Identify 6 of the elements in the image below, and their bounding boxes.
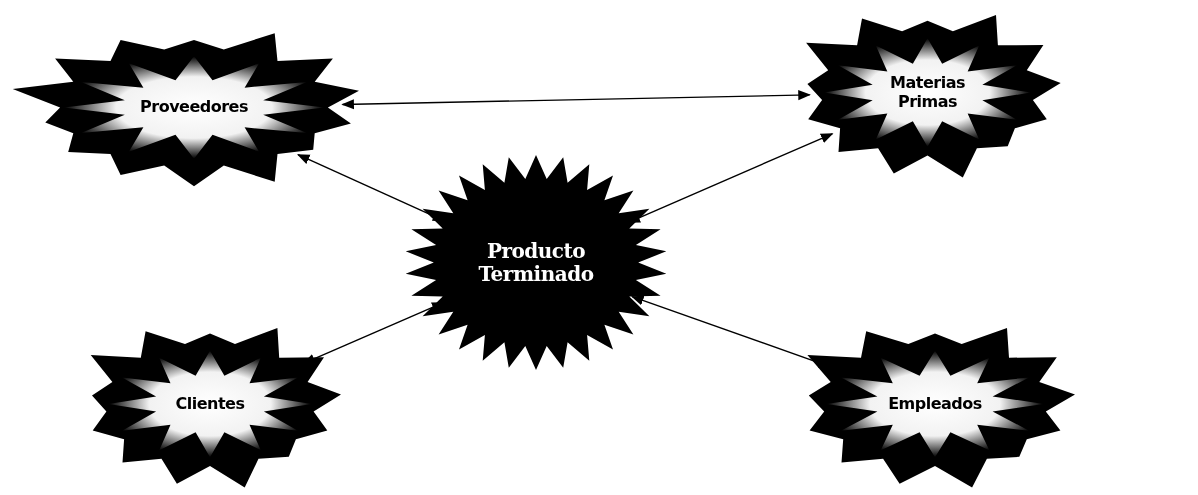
arrow xyxy=(341,90,811,110)
node-label: Empleados xyxy=(888,394,982,414)
node-label: Materias Primas xyxy=(889,74,966,111)
node-label: Clientes xyxy=(175,394,245,414)
node-label: Producto Terminado xyxy=(477,239,595,286)
node-label: Proveedores xyxy=(140,98,248,117)
